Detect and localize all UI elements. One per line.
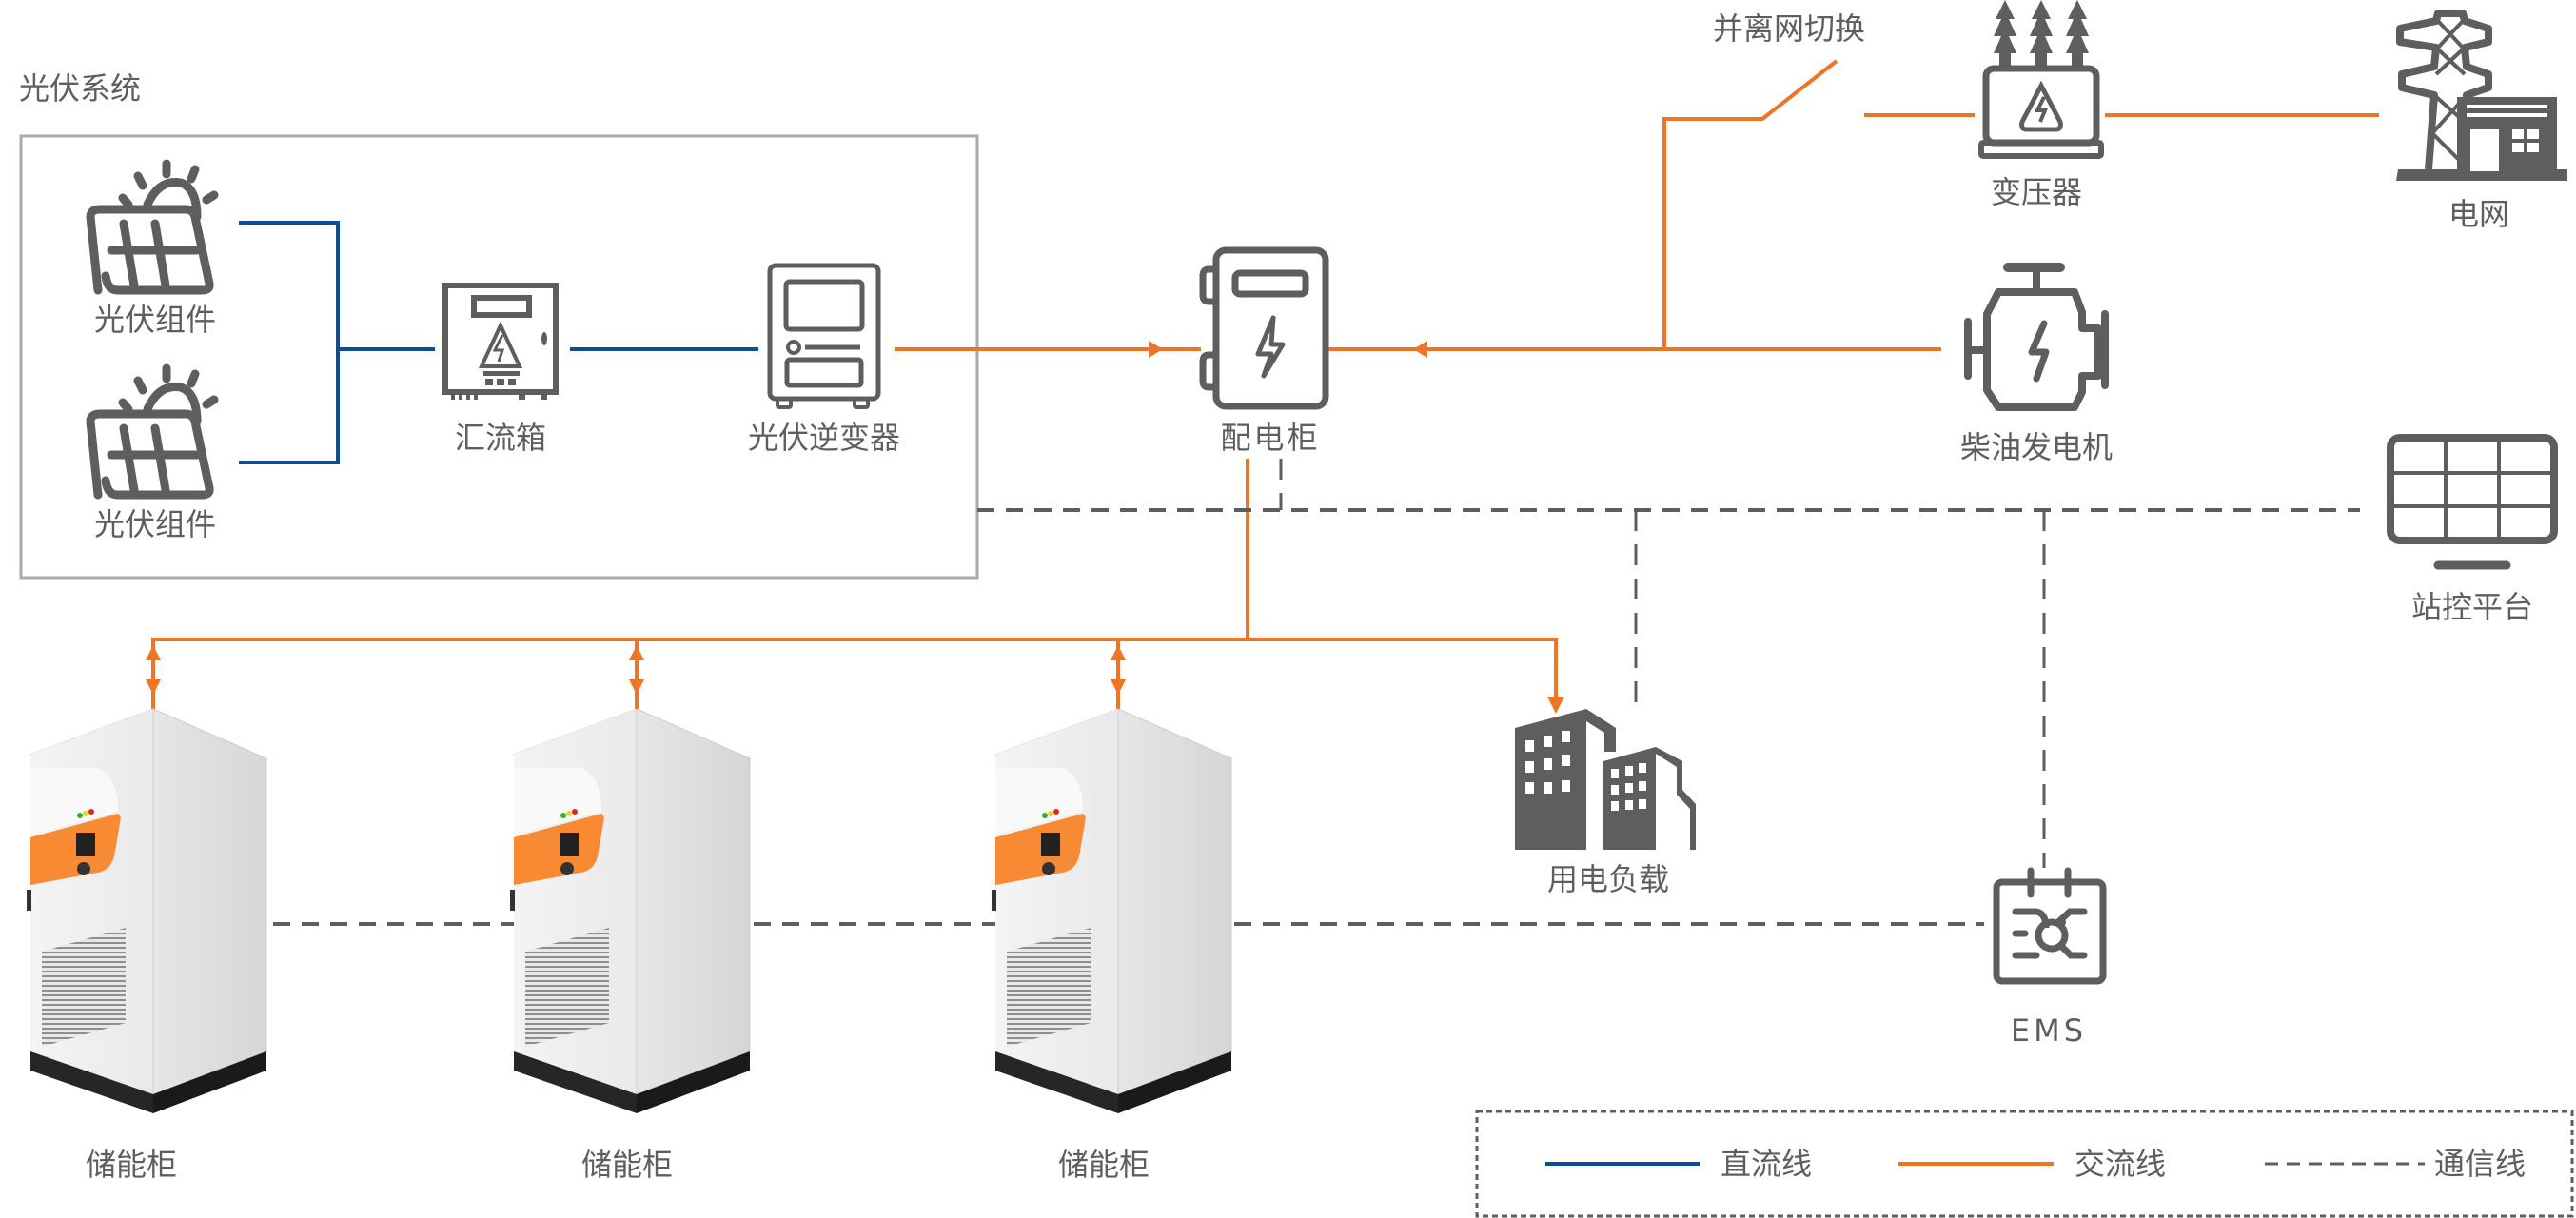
- storage-cabinet-3[interactable]: 储能柜: [991, 708, 1232, 1183]
- load-arrow-down: [1547, 697, 1564, 714]
- storage-cabinet-1[interactable]: 储能柜: [26, 708, 267, 1183]
- storage-cabinet-1-label: 储能柜: [86, 1147, 177, 1183]
- legend-dc-label: 直流线: [1721, 1146, 1812, 1182]
- transformer-label: 变压器: [1991, 174, 2082, 210]
- dc-line-pv-bus: [239, 221, 340, 464]
- ac-lines: [146, 59, 2379, 714]
- combiner-box[interactable]: 汇流箱: [442, 283, 559, 456]
- transformer[interactable]: 变压器: [1978, 0, 2104, 210]
- pv-module-2[interactable]: 光伏组件: [86, 363, 219, 542]
- ac-arrow-right: [1149, 341, 1163, 358]
- legend-box: [1475, 1110, 2574, 1218]
- load-label: 用电负载: [1547, 861, 1669, 897]
- ac-bus: [151, 638, 1558, 709]
- storage-cabinet-2-label: 储能柜: [581, 1147, 673, 1183]
- grid[interactable]: 电网: [2396, 10, 2567, 232]
- ac-arrow-left: [1413, 341, 1427, 358]
- power-tower-icon: [2396, 10, 2567, 181]
- pv-module-1-label: 光伏组件: [94, 302, 216, 338]
- combiner-box-label: 汇流箱: [455, 420, 546, 456]
- ems-icon: [1993, 867, 2107, 985]
- station-platform[interactable]: 站控平台: [2387, 434, 2558, 625]
- legend-ac-label: 交流线: [2075, 1146, 2166, 1182]
- storage-cabinet-2[interactable]: 储能柜: [509, 708, 751, 1183]
- station-platform-label: 站控平台: [2411, 589, 2533, 625]
- monitor-icon: [2387, 434, 2558, 570]
- storage-cabinet-icon: [26, 708, 267, 1114]
- diesel-generator-label: 柴油发电机: [1960, 429, 2113, 465]
- pv-system-box: [19, 134, 979, 580]
- inverter-icon: [767, 263, 881, 409]
- pv-system-title: 光伏系统: [19, 70, 141, 107]
- ems[interactable]: EMS: [1993, 867, 2107, 1049]
- load[interactable]: 用电负载: [1515, 709, 1696, 897]
- pv-inverter-label: 光伏逆变器: [748, 420, 900, 456]
- comm-lines: [273, 459, 2360, 926]
- legend-item-dc: 直流线: [1545, 1146, 1812, 1182]
- legend-item-ac: 交流线: [1898, 1146, 2166, 1182]
- pv-module-2-label: 光伏组件: [94, 506, 216, 542]
- storage-cabinet-3-label: 储能柜: [1058, 1147, 1150, 1183]
- solar-panel-icon: [86, 363, 219, 500]
- engine-icon: [1964, 263, 2109, 411]
- transformer-icon: [1978, 0, 2104, 159]
- buildings-icon: [1515, 709, 1696, 850]
- legend-comm-label: 通信线: [2434, 1146, 2526, 1182]
- grid-switch-line: [1662, 59, 1839, 349]
- combiner-box-icon: [442, 283, 559, 400]
- legend-item-comm: 通信线: [2265, 1146, 2526, 1182]
- pv-module-1[interactable]: 光伏组件: [86, 159, 219, 338]
- distribution-cabinet[interactable]: 配电柜: [1199, 246, 1329, 456]
- ems-label: EMS: [2011, 1012, 2087, 1049]
- storage-cabinet-icon: [509, 708, 751, 1114]
- distribution-cabinet-icon: [1199, 246, 1329, 410]
- legend: 直流线 交流线 通信线: [1475, 1110, 2574, 1218]
- diesel-generator[interactable]: 柴油发电机: [1960, 263, 2113, 465]
- grid-label: 电网: [2448, 196, 2509, 232]
- distribution-cabinet-label: 配电柜: [1220, 420, 1320, 456]
- grid-switch-label: 并离网切换: [1713, 10, 1865, 47]
- pv-inverter[interactable]: 光伏逆变器: [748, 263, 900, 456]
- solar-panel-icon: [86, 159, 219, 295]
- storage-cabinet-icon: [991, 708, 1232, 1114]
- dc-lines: [239, 221, 758, 464]
- bidirectional-arrows: [146, 645, 1126, 695]
